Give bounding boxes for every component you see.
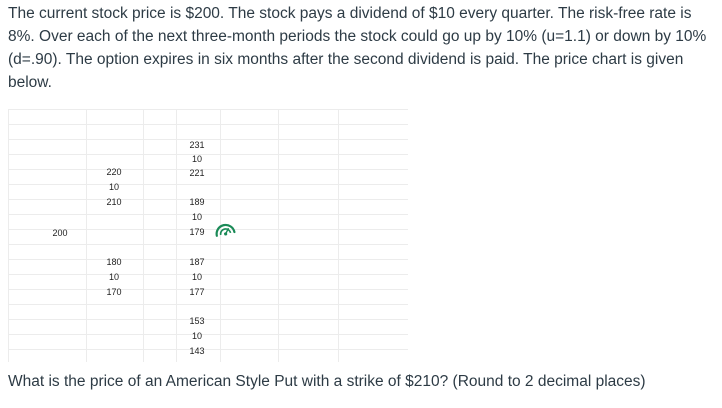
node-uu-price: 231 xyxy=(189,140,204,150)
node-dd-dividend: 10 xyxy=(192,331,202,341)
node-uu-exdiv: 221 xyxy=(189,168,204,178)
grid-lines xyxy=(8,109,408,362)
node-u-price: 220 xyxy=(106,167,121,177)
node-du-price: 187 xyxy=(189,257,204,267)
node-dd-price: 153 xyxy=(189,316,204,326)
node-uu-dividend: 10 xyxy=(192,154,202,164)
node-d-exdiv: 170 xyxy=(106,287,121,297)
question-text: The current stock price is $200. The sto… xyxy=(8,5,707,91)
node-du-exdiv: 177 xyxy=(189,287,204,297)
node-u-dividend: 10 xyxy=(109,182,119,192)
question-prompt: What is the price of an American Style P… xyxy=(8,373,646,390)
price-tree-grid: 200 220 10 210 180 10 170 231 10 221 189… xyxy=(8,109,408,362)
node-dd-exdiv: 143 xyxy=(189,346,204,356)
node-du-dividend: 10 xyxy=(192,272,202,282)
node-ud-price: 189 xyxy=(189,197,204,207)
price-tree-svg: 200 220 10 210 180 10 170 231 10 221 189… xyxy=(8,109,408,362)
node-u-exdiv: 210 xyxy=(106,197,121,207)
node-ud-dividend: 10 xyxy=(192,212,202,222)
node-d-price: 180 xyxy=(106,257,121,267)
node-ud-exdiv: 179 xyxy=(189,227,204,237)
node-root: 200 xyxy=(52,228,67,238)
node-d-dividend: 10 xyxy=(109,272,119,282)
tilted-gauge-icon[interactable] xyxy=(215,223,236,237)
